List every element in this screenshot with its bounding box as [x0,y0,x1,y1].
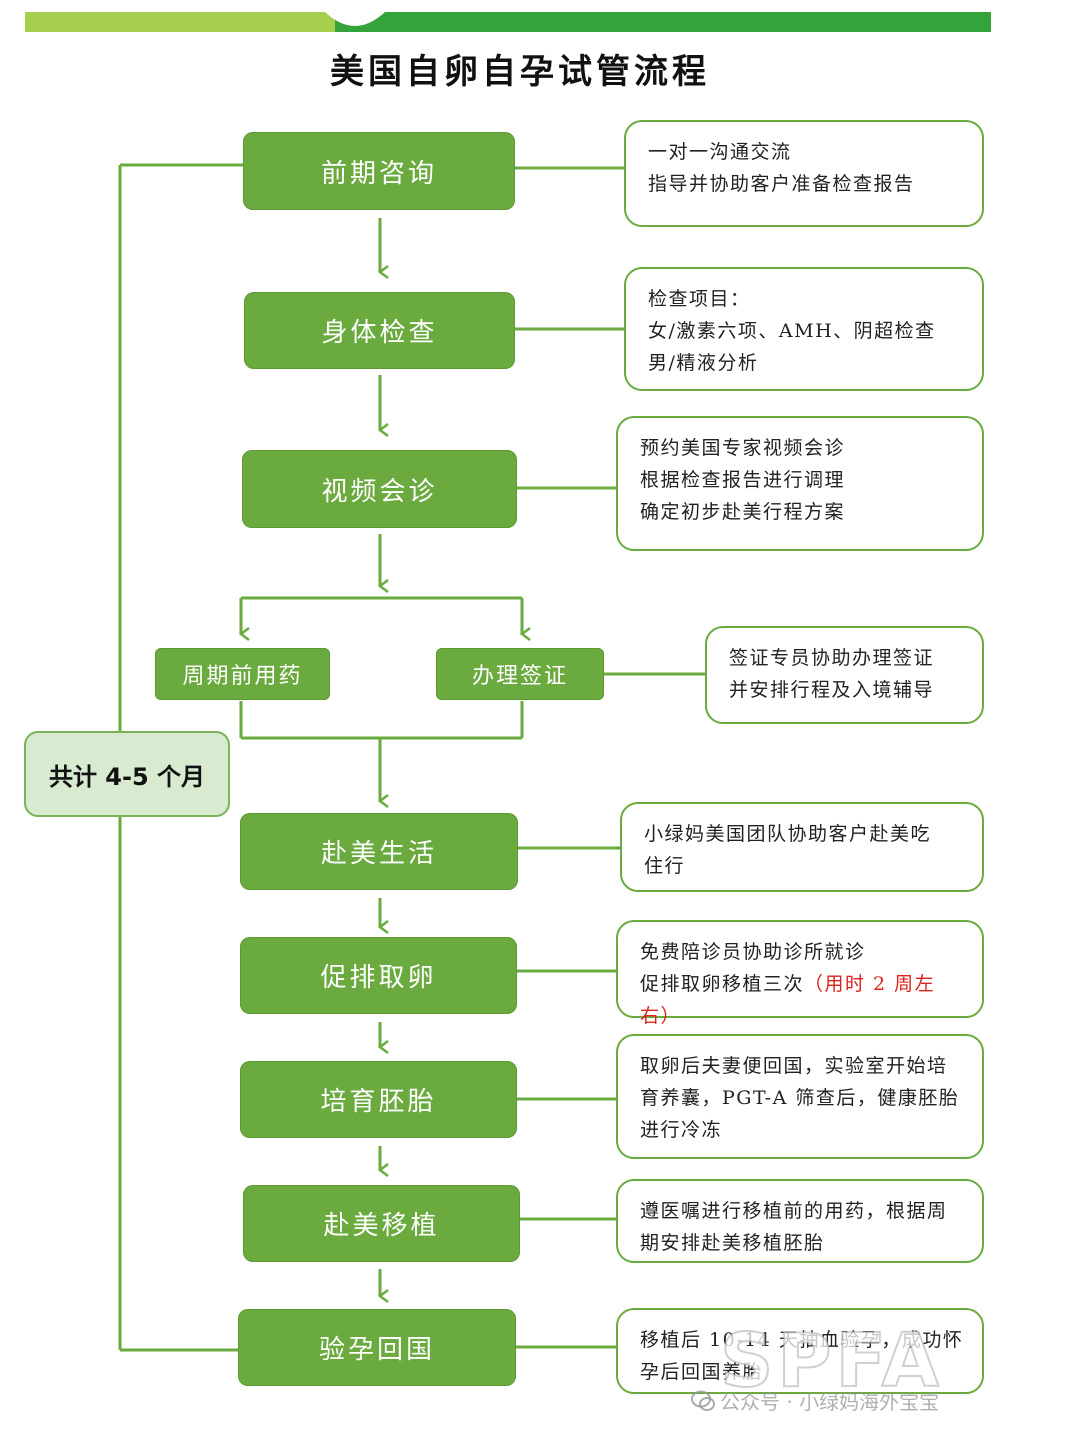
duration-highlight: （用时 2 周左右） [640,973,936,1027]
step-pre-cycle-medication: 周期前用药 [155,648,330,700]
note-line: 签证专员协助办理签证 [729,647,935,669]
note-egg-retrieval: 免费陪诊员协助诊所就诊 促排取卵移植三次（用时 2 周左右） [616,920,984,1027]
step-pregnancy-test-return: 验孕回国 [238,1309,516,1386]
note-line: 育养囊，PGT-A 筛查后，健康胚胎 [640,1087,960,1109]
note-line: 指导并协助客户准备检查报告 [648,173,915,195]
note-line: 女/激素六项、AMH、阴超检查 [648,320,936,342]
note-line: 促排取卵移植三次（用时 2 周左右） [640,968,966,1032]
note-line: 取卵后夫妻便回国，实验室开始培 [640,1055,948,1077]
note-us-living: 小绿妈美国团队协助客户赴美吃 住行 [620,802,984,892]
note-line: 确定初步赴美行程方案 [640,501,846,523]
note-line: 小绿妈美国团队协助客户赴美吃 [644,823,932,845]
note-line: 根据检查报告进行调理 [640,469,846,491]
page-title: 美国自卵自孕试管流程 [330,52,710,92]
note-line: 免费陪诊员协助诊所就诊 [640,941,866,963]
step-consultation: 前期咨询 [243,132,515,210]
step-video-consultation: 视频会诊 [242,450,517,528]
note-line: 进行冷冻 [640,1119,723,1141]
step-physical-exam: 身体检查 [244,292,515,369]
step-egg-retrieval: 促排取卵 [240,937,517,1014]
step-embryo-transfer: 赴美移植 [243,1185,520,1262]
note-consultation: 一对一沟通交流 指导并协助客户准备检查报告 [624,120,984,227]
step-embryo-culture: 培育胚胎 [240,1061,517,1138]
note-line: 期安排赴美移植胚胎 [640,1232,825,1254]
note-line-text: 促排取卵移植三次 [640,973,805,995]
note-embryo-transfer: 遵医嘱进行移植前的用药，根据周 期安排赴美移植胚胎 [616,1179,984,1263]
note-visa: 签证专员协助办理签证 并安排行程及入境辅导 [705,626,984,724]
note-physical-exam: 检查项目： 女/激素六项、AMH、阴超检查 男/精液分析 [624,267,984,391]
note-line: 一对一沟通交流 [648,141,792,163]
note-line: 孕后回国养胎 [640,1361,764,1383]
top-decorative-bar [25,12,991,32]
note-line: 移植后 10-14 天抽血验孕，成功怀 [640,1329,964,1351]
note-line: 并安排行程及入境辅导 [729,679,935,701]
note-line: 住行 [644,855,686,877]
note-line: 检查项目： [648,288,751,310]
note-line: 男/精液分析 [648,352,759,374]
note-embryo-culture: 取卵后夫妻便回国，实验室开始培 育养囊，PGT-A 筛查后，健康胚胎 进行冷冻 [616,1034,984,1159]
step-us-living: 赴美生活 [240,813,518,890]
note-pregnancy-test: 移植后 10-14 天抽血验孕，成功怀 孕后回国养胎 [616,1308,984,1394]
note-line: 预约美国专家视频会诊 [640,437,846,459]
total-duration-badge: 共计 4-5 个月 [24,731,230,817]
step-visa-processing: 办理签证 [436,648,604,700]
note-video-consultation: 预约美国专家视频会诊 根据检查报告进行调理 确定初步赴美行程方案 [616,416,984,551]
note-line: 遵医嘱进行移植前的用药，根据周 [640,1200,948,1222]
